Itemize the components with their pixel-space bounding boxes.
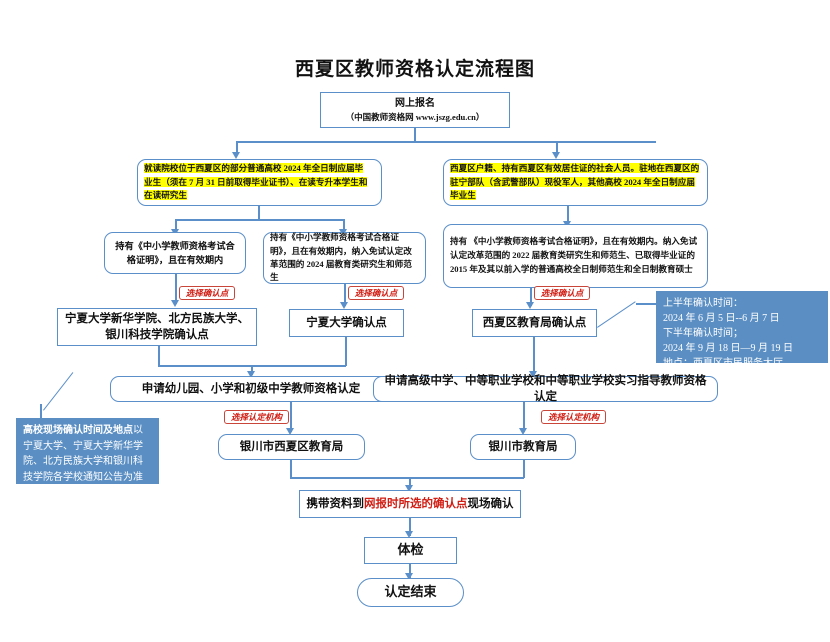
apply-left-text: 申请幼儿园、小学和初级中学教师资格认定 <box>141 382 361 395</box>
arrow-to-apply-left <box>247 371 255 378</box>
node-org-left: 银川市西夏区教育局 <box>218 434 365 460</box>
medical-exam-text: 体检 <box>397 542 424 558</box>
arrow-to-right-cond <box>552 152 560 159</box>
node-confirm-point-3: 西夏区教育局确认点 <box>472 309 597 337</box>
node-onsite-confirmation: 携带资料到网报时所选的确认点现场确认 <box>299 490 521 518</box>
node-confirm-point-1: 宁夏大学新华学院、北方民族大学、银川科技学院确认点 <box>57 308 257 346</box>
connector-orgleft-down <box>290 460 292 478</box>
note-right-line4: 2024 年 9 月 18 日—9 月 19 日 <box>663 343 793 354</box>
connector-start-split <box>236 141 656 143</box>
tag-choose-org-1: 选择认定机构 <box>224 410 289 424</box>
connector-condright-down <box>567 206 569 224</box>
note-confirmation-schedule: 上半年确认时间： 2024 年 6 月 5 日--6 月 7 日 下半年确认时间… <box>656 291 828 369</box>
confirm-point-3-text: 西夏区教育局确认点 <box>482 316 587 329</box>
leader-left-note-stub <box>40 404 42 418</box>
connector-req3-down <box>530 288 532 306</box>
requirement-2-text: 持有《中小学教师资格考试合格证明》，且在有效期内，纳入免试认定改革范围的 202… <box>270 232 412 283</box>
condition-right-line2: 驻宁部队（含武警部队）现役军人， <box>450 176 588 187</box>
node-requirement-1: 持有《中小学教师资格考试合格证明》，且在有效期内 <box>104 232 246 274</box>
note-left-bold: 高校现场确认时间及地点 <box>23 425 133 436</box>
arrow-to-apply-right <box>529 371 537 378</box>
note-right-line2: 2024 年 6 月 5 日--6 月 7 日 <box>663 313 780 324</box>
connector-applyleft-down <box>290 402 292 432</box>
connector-onsite-down <box>409 518 411 536</box>
connector-merge-orgs-down <box>409 477 411 489</box>
note-right-line5: 地点：西夏区市民服务大厅 <box>663 358 783 369</box>
note-right-line1: 上半年确认时间： <box>663 298 743 309</box>
connector-merge-orgs <box>290 477 524 479</box>
connector-merge-left-down <box>251 365 253 375</box>
connector-to-right-cond <box>556 141 558 155</box>
arrow-to-org-left <box>286 428 294 435</box>
arrow-to-org-right <box>519 428 527 435</box>
node-online-registration: 网上报名 （中国教师资格网 www.jszg.edu.cn） <box>320 92 510 128</box>
org-right-text: 银川市教育局 <box>488 440 558 453</box>
condition-left-line1: 就读院校位于西夏区的部分普通高校 2024 年全日制应届毕 <box>144 162 364 173</box>
connector-orgright-down <box>523 460 525 478</box>
note-left-rest: 以宁夏大学、宁夏大学新华学院、北方民族大学和银川科技学院各学校通知公告为准 <box>23 425 143 483</box>
arrow-to-onsite <box>405 485 413 492</box>
tag-choose-org-2: 选择认定机构 <box>541 410 606 424</box>
condition-right-line1: 西夏区户籍、持有西夏区有效居住证的社会人员。驻地在西夏区的 <box>450 162 700 173</box>
confirm-point-2-text: 宁夏大学确认点 <box>306 316 387 329</box>
connector-applyright-down <box>523 402 525 432</box>
onsite-highlight: 网报时所选的确认点 <box>364 497 468 510</box>
connector-medical-down <box>409 564 411 578</box>
arrow-to-left-cond <box>232 152 240 159</box>
connector-req1-down <box>175 274 177 304</box>
arrow-to-end <box>405 573 413 580</box>
node-condition-right: 西夏区户籍、持有西夏区有效居住证的社会人员。驻地在西夏区的 驻宁部队（含武警部队… <box>443 159 708 206</box>
end-text: 认定结束 <box>384 584 437 600</box>
start-label-line2: （中国教师资格网 www.jszg.edu.cn） <box>345 112 485 123</box>
confirm-point-1-text: 宁夏大学新华学院、北方民族大学、银川科技学院确认点 <box>65 312 249 341</box>
node-org-right: 银川市教育局 <box>470 434 576 460</box>
node-condition-left: 就读院校位于西夏区的部分普通高校 2024 年全日制应届毕 业生（须在 7 月 … <box>137 159 382 206</box>
condition-left-line2b: 在读专升本学生和 <box>298 176 368 187</box>
note-university-onsite: 高校现场确认时间及地点以宁夏大学、宁夏大学新华学院、北方民族大学和银川科技学院各… <box>16 418 159 484</box>
connector-to-req1 <box>175 219 177 232</box>
leader-line-right-note <box>597 301 636 328</box>
arrow-req1-to-point1 <box>171 300 179 307</box>
connector-point1-down <box>158 346 160 366</box>
tag-choose-point-1: 选择确认点 <box>179 286 235 300</box>
condition-left-line2: 业生（须在 7 月 31 日前取得毕业证书）、 <box>144 176 299 187</box>
connector-req2-down <box>344 284 346 306</box>
arrow-req2-to-point2 <box>340 302 348 309</box>
connector-point2-down <box>345 337 347 366</box>
arrow-to-medical <box>405 531 413 538</box>
requirement-3-text: 持有 《中小学教师资格考试合格证明》，且在有效期内。纳入免试认定改革范围的 20… <box>450 236 698 274</box>
node-confirm-point-2: 宁夏大学确认点 <box>289 309 404 337</box>
tag-choose-point-3: 选择确认点 <box>534 286 590 300</box>
connector-to-left-cond <box>236 141 238 155</box>
onsite-prefix: 携带资料到 <box>306 497 365 510</box>
arrow-req3-to-point3 <box>526 302 534 309</box>
condition-left-line3: 在读研究生 <box>144 190 187 201</box>
connector-start-down <box>414 128 416 142</box>
node-end: 认定结束 <box>357 578 464 607</box>
connector-condleft-down <box>258 206 260 220</box>
onsite-suffix: 现场确认 <box>467 497 514 510</box>
connector-condleft-split <box>175 219 343 221</box>
node-requirement-2: 持有《中小学教师资格考试合格证明》，且在有效期内，纳入免试认定改革范围的 202… <box>263 232 426 284</box>
leader-line-left-note <box>43 372 74 411</box>
node-apply-right: 申请高级中学、中等职业学校和中等职业学校实习指导教师资格认定 <box>373 375 718 403</box>
connector-to-req2 <box>343 219 345 232</box>
page-title: 西夏区教师资格认定流程图 <box>294 59 535 80</box>
condition-right-line2b: 其他高校 2024 年全日制应届 <box>587 176 695 187</box>
leader-right-note-stub <box>636 303 658 305</box>
condition-right-line3: 毕业生 <box>450 190 476 201</box>
node-apply-left: 申请幼儿园、小学和初级中学教师资格认定 <box>110 376 392 402</box>
start-label-line1: 网上报名 <box>395 97 435 109</box>
note-right-line3: 下半年确认时间； <box>663 328 743 339</box>
requirement-1-text: 持有《中小学教师资格考试合格证明》，且在有效期内 <box>115 240 235 265</box>
connector-point3-down <box>533 337 535 375</box>
apply-right-text: 申请高级中学、中等职业学校和中等职业学校实习指导教师资格认定 <box>384 374 707 403</box>
node-requirement-3: 持有 《中小学教师资格考试合格证明》，且在有效期内。纳入免试认定改革范围的 20… <box>443 224 708 288</box>
org-left-text: 银川市西夏区教育局 <box>239 440 344 453</box>
tag-choose-point-2: 选择确认点 <box>348 286 404 300</box>
node-medical-exam: 体检 <box>364 537 457 564</box>
